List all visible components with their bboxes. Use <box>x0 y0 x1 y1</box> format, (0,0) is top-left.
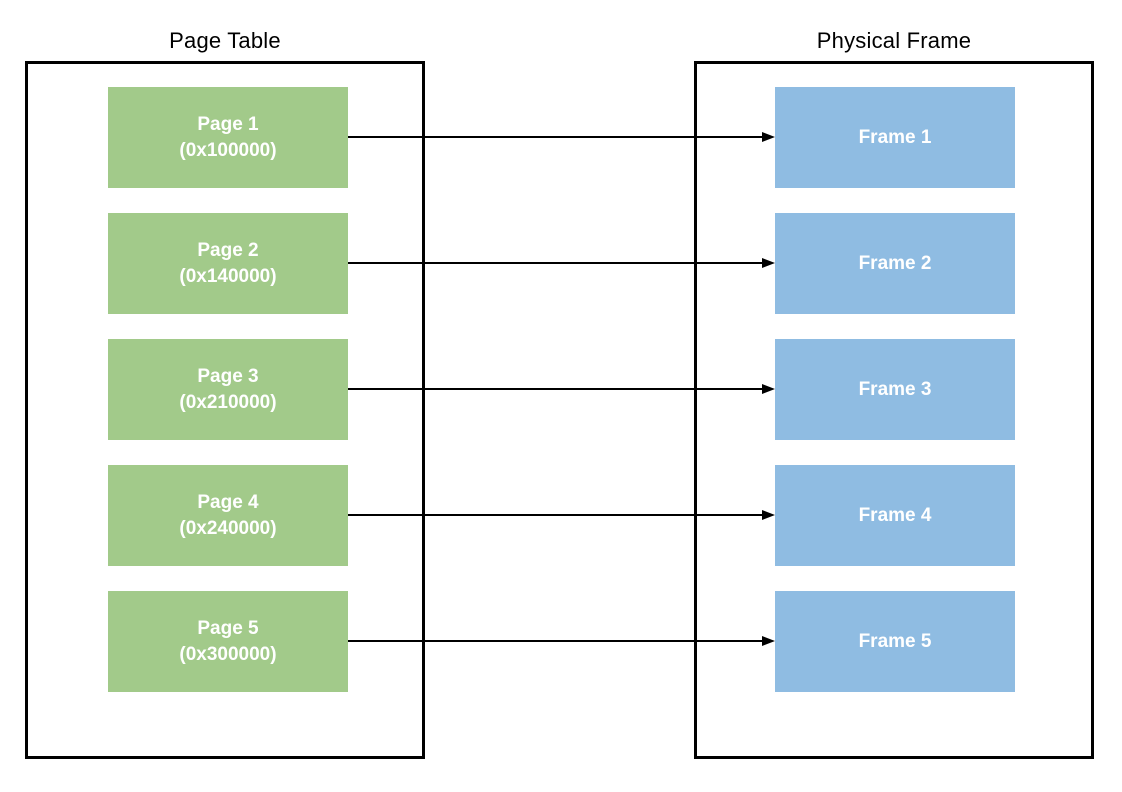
arrowhead-icon <box>762 510 775 520</box>
frame-box-1: Frame 1 <box>775 87 1015 188</box>
frame-name: Frame 2 <box>858 252 932 274</box>
frame-box-2: Frame 2 <box>775 213 1015 314</box>
frame-box-4: Frame 4 <box>775 465 1015 566</box>
frame-box-5: Frame 5 <box>775 591 1015 692</box>
arrowhead-icon <box>762 384 775 394</box>
arrow-page-3-to-frame-3 <box>348 383 775 395</box>
page-box-5: Page 5 (0x300000) <box>108 591 348 692</box>
page-address: (0x140000) <box>179 265 277 287</box>
page-address: (0x240000) <box>179 517 277 539</box>
arrow-line <box>348 388 763 390</box>
arrow-line <box>348 640 763 642</box>
arrow-line <box>348 262 763 264</box>
arrowhead-icon <box>762 258 775 268</box>
page-address: (0x100000) <box>179 139 277 161</box>
frame-name: Frame 4 <box>858 504 932 526</box>
arrowhead-icon <box>762 132 775 142</box>
arrow-page-2-to-frame-2 <box>348 257 775 269</box>
page-box-3: Page 3 (0x210000) <box>108 339 348 440</box>
physical-frame-title: Physical Frame <box>816 28 972 53</box>
arrowhead-icon <box>762 636 775 646</box>
page-name: Page 4 <box>197 491 259 513</box>
arrow-page-1-to-frame-1 <box>348 131 775 143</box>
frame-name: Frame 3 <box>858 378 932 400</box>
arrow-line <box>348 136 763 138</box>
page-box-4: Page 4 (0x240000) <box>108 465 348 566</box>
page-name: Page 1 <box>197 113 259 135</box>
frame-name: Frame 1 <box>858 126 932 148</box>
page-name: Page 2 <box>197 239 259 261</box>
frame-box-3: Frame 3 <box>775 339 1015 440</box>
page-table-title: Page Table <box>169 28 281 53</box>
arrow-page-5-to-frame-5 <box>348 635 775 647</box>
page-name: Page 3 <box>197 365 259 387</box>
arrow-page-4-to-frame-4 <box>348 509 775 521</box>
frame-name: Frame 5 <box>858 630 932 652</box>
page-box-1: Page 1 (0x100000) <box>108 87 348 188</box>
arrow-line <box>348 514 763 516</box>
page-box-2: Page 2 (0x140000) <box>108 213 348 314</box>
page-address: (0x300000) <box>179 643 277 665</box>
page-name: Page 5 <box>197 617 259 639</box>
page-address: (0x210000) <box>179 391 277 413</box>
